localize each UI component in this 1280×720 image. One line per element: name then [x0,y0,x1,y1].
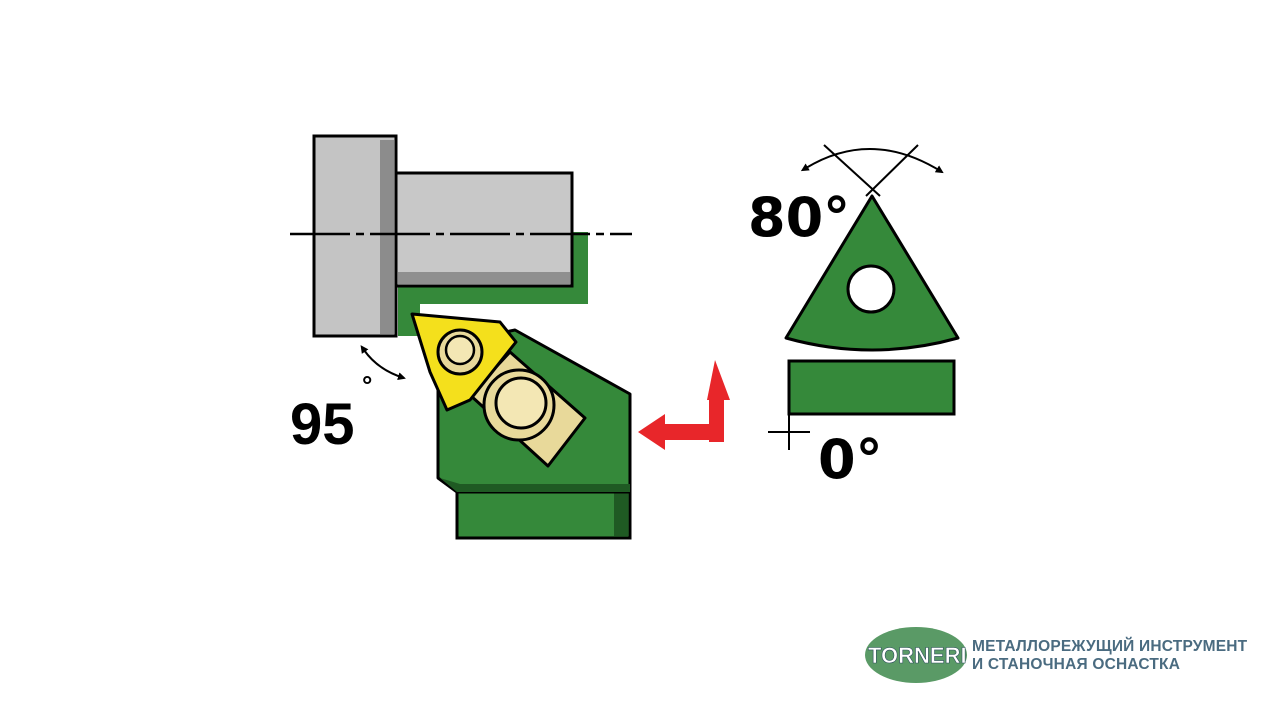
approach-angle-indicator: 95 ° [290,345,406,457]
feed-arrow-vertical-shaft [709,398,724,442]
tool-shank-shadow [614,489,628,536]
workpiece [290,134,632,338]
insert-side-view [787,359,956,416]
brand-watermark: TORNERI МЕТАЛЛОРЕЖУЩИЙ ИНСТРУМЕНТ И СТАН… [864,626,1264,686]
brand-tagline: МЕТАЛЛОРЕЖУЩИЙ ИНСТРУМЕНТ И СТАНОЧНАЯ ОС… [972,638,1247,674]
insert-shape-detail: 80° 0° [748,144,960,491]
workpiece-shaft-shadow [398,272,570,284]
clamp-screw-inner [494,376,548,430]
angle-line-right [865,144,919,197]
insert-angle-value: 80° [748,186,850,249]
tool-head-shadow [440,478,630,492]
tool-shank [455,485,632,540]
workpiece-flange-shadow [380,140,394,334]
insert-center-hole [846,264,896,314]
approach-angle-value: 95 [290,392,355,457]
approach-angle-arc [360,345,406,381]
insert-pin-inner [444,334,476,366]
feed-direction-arrow [638,360,730,450]
logo-text: TORNERI [868,643,967,668]
tool-holder [410,312,632,540]
tagline-line-2: И СТАНОЧНАЯ ОСНАСТКА [972,656,1181,673]
inclination-angle-value: 0° [818,428,883,491]
workpiece-shaft [394,171,574,288]
tagline-line-1: МЕТАЛЛОРЕЖУЩИЙ ИНСТРУМЕНТ [972,638,1248,655]
torneri-logo: TORNERI [865,627,967,683]
insert-angle-arc [800,147,944,174]
approach-angle-degree: ° [362,370,372,400]
feed-arrow-horizontal [638,400,724,450]
feed-arrow-vertical-head [707,360,730,400]
